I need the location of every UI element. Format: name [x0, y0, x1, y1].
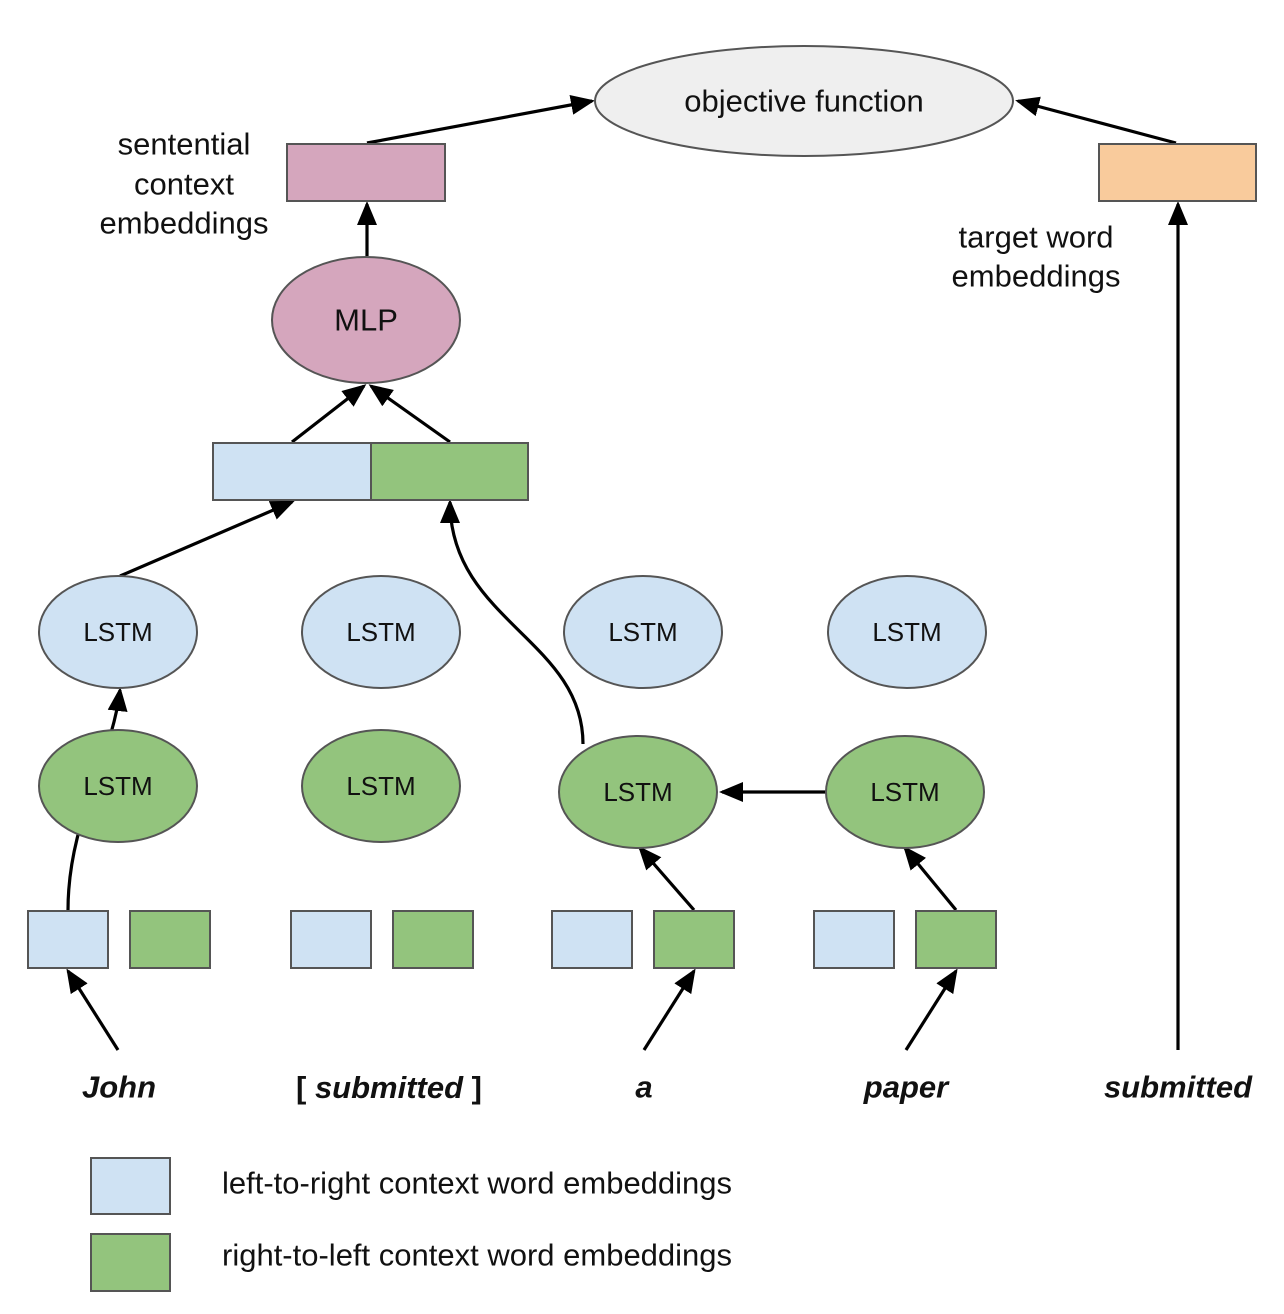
word-john: John [82, 1070, 156, 1105]
lstm-lr-a [563, 575, 723, 689]
target-label-line1: target word [958, 220, 1113, 255]
lstm-lr-paper [827, 575, 987, 689]
target-label-line2: embeddings [952, 259, 1121, 294]
lstm-lr-submitted-label: LSTM [346, 617, 415, 647]
embedding-rl-john [129, 910, 211, 969]
edge-paper-word-to-emb [904, 968, 958, 1051]
edge-target-to-objective [1015, 96, 1177, 145]
word-submitted-context: submitted [315, 1070, 464, 1105]
edge-john-word-to-emb [66, 968, 120, 1051]
edge-sentential-to-objective [366, 95, 595, 145]
edge-a-emb-to-lstm [638, 845, 696, 912]
edge-lstm-rl-a-to-concat [440, 499, 585, 745]
sentential-label-line1: sentential [118, 127, 251, 162]
edge-lstm-lr-john-to-concat [119, 500, 295, 578]
edge-concat-left-to-mlp [291, 384, 367, 444]
word-paper: paper [863, 1070, 950, 1105]
lstm-lr-a-label: LSTM [608, 617, 677, 647]
concat-left-to-right-part [212, 442, 372, 501]
edges [66, 95, 1188, 1051]
word-submitted-bracketed: [ submitted ] [296, 1070, 482, 1105]
lstm-rl-a [558, 735, 718, 849]
lstm-rl-a-label: LSTM [603, 777, 672, 807]
sentential-label-line2: context [134, 167, 234, 202]
word-a: a [635, 1070, 652, 1105]
lstm-rl-submitted [301, 729, 461, 843]
word-target-submitted: submitted [1104, 1070, 1253, 1105]
lstm-lr-submitted [301, 575, 461, 689]
lstm-lr-john [38, 575, 198, 689]
mlp-node: MLP [271, 256, 461, 384]
embedding-lr-a [551, 910, 633, 969]
target-word-embedding-box [1098, 143, 1257, 202]
legend: left-to-right context word embeddings ri… [90, 1157, 732, 1292]
legend-label-right-to-left: right-to-left context word embeddings [222, 1238, 732, 1273]
embedding-rl-a [653, 910, 735, 969]
embedding-rl-submitted [392, 910, 474, 969]
lstm-rl-john-label: LSTM [83, 771, 152, 801]
sentential-label-line3: embeddings [100, 206, 269, 241]
concat-right-to-left-part [370, 442, 529, 501]
objective-label: objective function [684, 84, 924, 119]
objective-ellipse [594, 45, 1014, 157]
left-to-right-lstm-row: LSTM LSTM LSTM LSTM [38, 575, 987, 689]
objective-function-node: objective function [594, 45, 1014, 157]
word-embedding-row [27, 910, 997, 969]
lstm-rl-john [38, 729, 198, 843]
sentential-context-embedding-box [286, 143, 446, 202]
mlp-ellipse [271, 256, 461, 384]
legend-swatch-right-to-left [90, 1233, 171, 1292]
word-submitted-close-bracket: ] [463, 1070, 482, 1105]
sentential-context-label: sentential context embeddings [100, 127, 269, 241]
lstm-lr-paper-label: LSTM [872, 617, 941, 647]
edge-paper-emb-to-lstm [903, 845, 958, 912]
legend-swatch-left-to-right [90, 1157, 171, 1215]
mlp-label: MLP [334, 303, 398, 338]
word-submitted-open-bracket: [ [296, 1070, 315, 1105]
right-to-left-lstm-row: LSTM LSTM LSTM LSTM [38, 729, 985, 849]
concatenated-context-vector [212, 442, 529, 501]
target-word-label: target word embeddings [952, 220, 1121, 294]
edge-concat-right-to-mlp [368, 384, 451, 444]
lstm-rl-submitted-label: LSTM [346, 771, 415, 801]
embedding-lr-john [27, 910, 109, 969]
embedding-lr-paper [813, 910, 895, 969]
legend-label-left-to-right: left-to-right context word embeddings [222, 1166, 732, 1201]
lstm-rl-paper-label: LSTM [870, 777, 939, 807]
sentence-words: John [ submitted ] a paper submitted [82, 1070, 1253, 1105]
lstm-lr-john-label: LSTM [83, 617, 152, 647]
embedding-lr-submitted [290, 910, 372, 969]
embedding-rl-paper [915, 910, 997, 969]
edge-a-word-to-emb [642, 968, 696, 1051]
lstm-rl-paper [825, 735, 985, 849]
